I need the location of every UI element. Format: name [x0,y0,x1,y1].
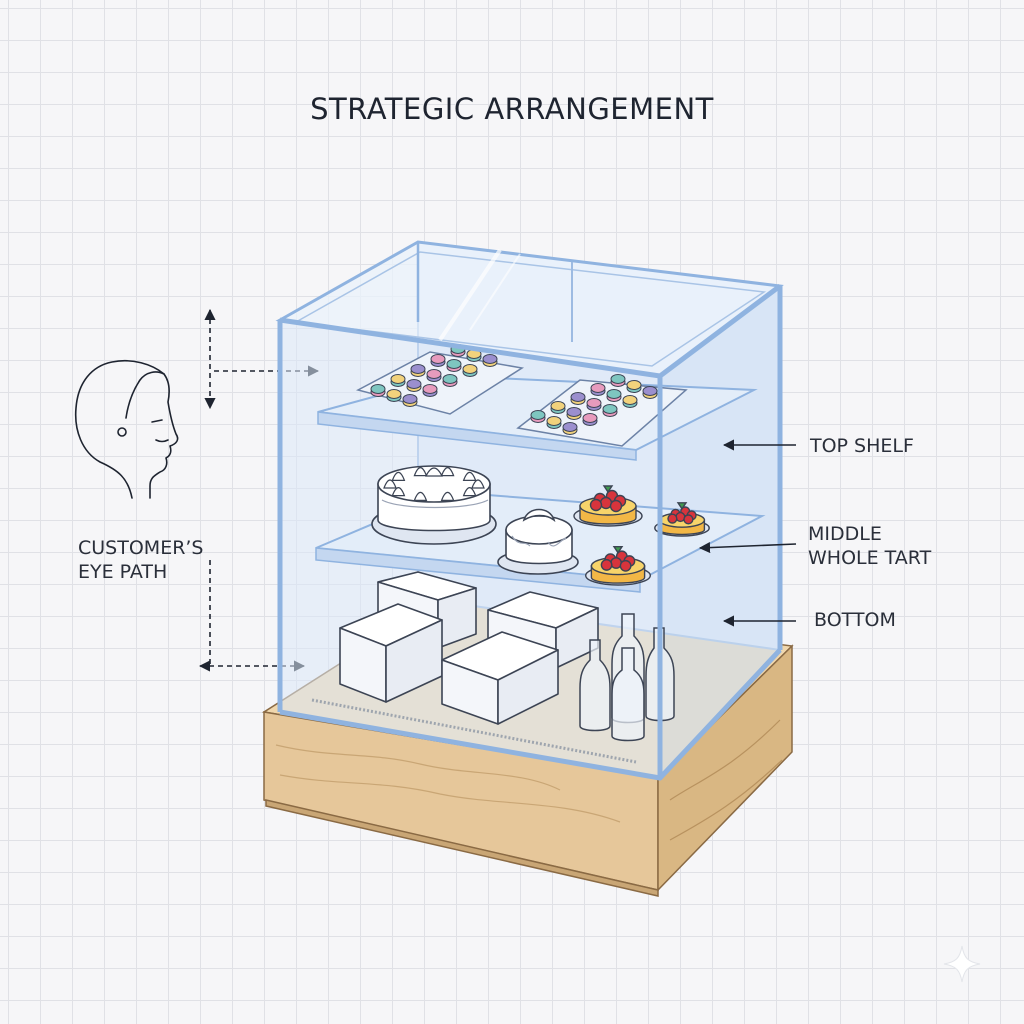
cream-swirl [440,467,455,477]
middle-arrow [698,541,797,554]
berry [609,499,623,513]
box-front-right [441,631,559,725]
glass-frame [277,242,783,781]
eye-path-arrows [198,308,320,672]
cream-swirl [462,487,477,497]
layered-cake [371,465,497,545]
berry [683,514,694,525]
head-profile-icon [74,359,179,499]
cream-swirl [391,487,406,497]
cream-swirl [471,479,485,489]
fruit-tart [654,502,710,537]
cream-swirl [391,471,406,481]
bottom-label: BOTTOM [814,609,896,631]
berry [600,558,613,571]
top-shelf-label: TOP SHELF [810,435,914,457]
berry [589,498,603,512]
top-shelf [317,344,758,461]
cream-swirl [440,491,455,501]
fruit-tart [573,485,643,527]
callout-arrows [698,439,797,627]
cream-swirl [383,479,397,489]
sparkle-icon [943,945,981,983]
bakery-boxes [339,571,599,725]
customer-eye-path-label: CUSTOMER’S EYE PATH [78,537,204,583]
middle-label: MIDDLE WHOLE TART [808,523,932,569]
berry [619,559,632,572]
box-front-left [339,603,443,703]
berry [667,513,678,524]
diagram-title: STRATEGIC ARRANGEMENT [310,92,714,126]
macarons [370,344,658,435]
fruit-tart [585,546,652,586]
bundt-cake [497,508,579,575]
berry [599,496,613,510]
cream-swirl [462,471,477,481]
fruit-tarts [573,485,710,586]
cream-swirl [413,491,428,501]
